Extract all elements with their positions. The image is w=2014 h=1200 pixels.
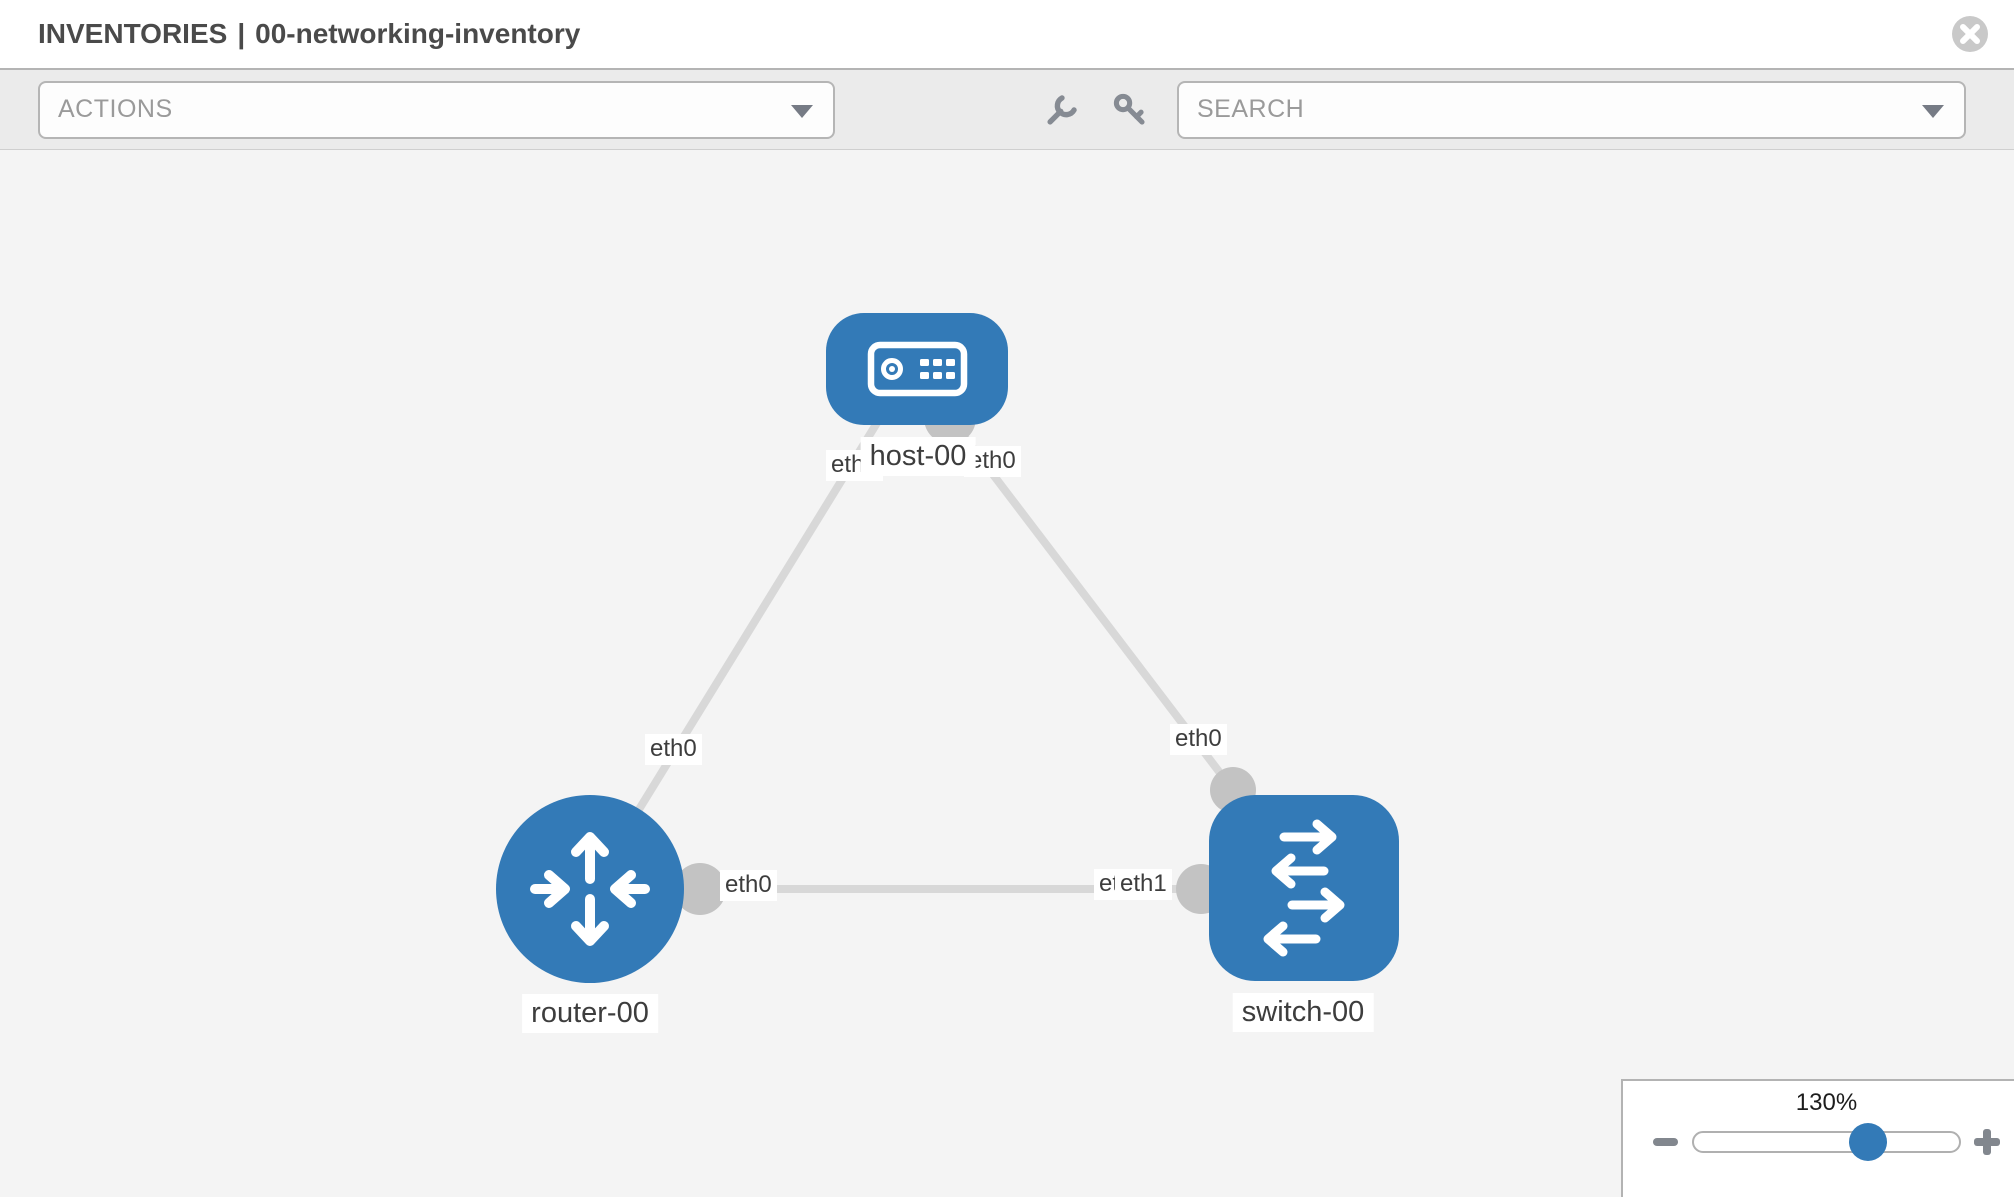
- interface-label: eth0: [720, 870, 777, 901]
- topology-graph: [496, 313, 1399, 983]
- header-bar: INVENTORIES | 00-networking-inventory: [0, 0, 2014, 70]
- configure-wrench-button[interactable]: [1043, 91, 1081, 129]
- zoom-level-readout: 130%: [1795, 1089, 1858, 1116]
- chevron-down-icon: [1922, 104, 1944, 118]
- interface-label: eth0: [645, 734, 702, 765]
- interface-label: eth0: [1170, 724, 1227, 755]
- zoom-slider-thumb[interactable]: [1849, 1123, 1887, 1161]
- inventory-name: 00-networking-inventory: [255, 18, 581, 49]
- topology-canvas[interactable]: eth0 eth0 eth0 eth0 eth0 eth0 eth1 host-…: [0, 150, 2014, 1197]
- node-host[interactable]: [826, 313, 1008, 425]
- zoom-out-minus-icon[interactable]: [1653, 1138, 1678, 1146]
- node-label-switch: switch-00: [1232, 993, 1374, 1032]
- breadcrumb-section: INVENTORIES: [38, 18, 228, 49]
- search-select[interactable]: SEARCH: [1177, 80, 1966, 139]
- interface-label: eth1: [1115, 869, 1172, 900]
- router-icon: [530, 832, 650, 946]
- node-switch[interactable]: [1209, 795, 1399, 981]
- breadcrumb-separator: |: [237, 18, 246, 49]
- zoom-panel: 130%: [1621, 1079, 2014, 1197]
- actions-select-label: ACTIONS: [58, 95, 173, 123]
- zoom-in-plus-icon[interactable]: [1974, 1129, 2000, 1155]
- close-button[interactable]: [1950, 14, 1990, 54]
- switch-icon: [1263, 819, 1345, 957]
- close-icon: [1952, 16, 1988, 52]
- zoom-slider[interactable]: [1692, 1123, 1961, 1161]
- credentials-key-button[interactable]: [1111, 91, 1149, 129]
- chevron-down-icon: [791, 104, 813, 118]
- search-placeholder: SEARCH: [1197, 95, 1305, 123]
- actions-select[interactable]: ACTIONS: [38, 80, 835, 139]
- node-router[interactable]: [496, 795, 684, 983]
- node-label-host: host-00: [860, 437, 976, 476]
- connector-dot-router: [674, 863, 726, 915]
- page-title: INVENTORIES | 00-networking-inventory: [38, 18, 580, 50]
- server-icon: [867, 341, 968, 397]
- toolbar: ACTIONS SEARCH: [0, 70, 2014, 150]
- node-label-router: router-00: [522, 994, 658, 1033]
